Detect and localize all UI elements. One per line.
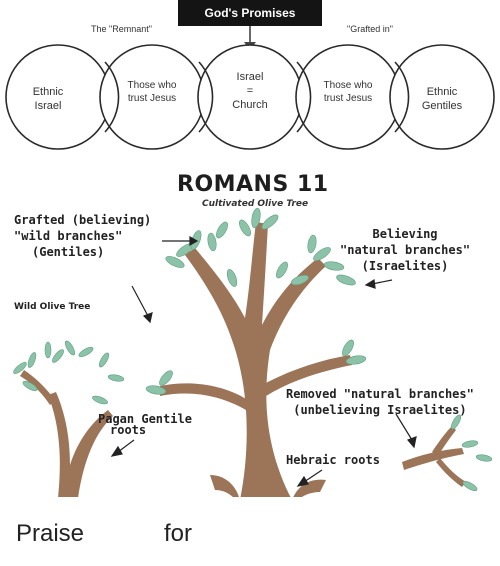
- branch-left: [160, 383, 248, 410]
- remnant-label: The "Remnant": [91, 24, 152, 34]
- arc-overlay-2: [198, 61, 214, 133]
- grafted-in-label: "Grafted in": [347, 24, 393, 34]
- caption-panel: [0, 497, 500, 566]
- cultivated-olive-subtitle: Cultivated Olive Tree: [202, 199, 309, 209]
- arrow-removed: [395, 413, 413, 441]
- circle-ethnic-gentiles: [389, 44, 495, 150]
- root-right: [292, 479, 326, 500]
- arc-overlay-4: [394, 61, 410, 133]
- israel-church-text: Israel=Church: [232, 71, 268, 111]
- hebraic-roots-label: Hebraic roots: [286, 453, 380, 467]
- wild-olive-label: Wild Olive Tree: [14, 302, 91, 312]
- romans-title: ROMANS 11: [177, 172, 329, 197]
- branch-right: [262, 355, 352, 396]
- arc-overlay-3: [296, 61, 312, 133]
- arrow-wild-olive: [131, 285, 149, 317]
- arrow-believing: [371, 279, 393, 285]
- root-left: [210, 475, 240, 500]
- gods-promises-banner: God's Promises: [178, 0, 322, 26]
- arrow-pagan: [117, 439, 135, 453]
- believing-label: Believing "natural branches" (Israelites…: [340, 227, 471, 273]
- caption-for: for: [164, 520, 193, 547]
- arc-overlay-1: [104, 61, 120, 133]
- grafted-label: Grafted (believing) "wild branches" (Gen…: [14, 213, 152, 259]
- removed-branch: [402, 448, 464, 470]
- arrow-hebraic: [303, 469, 323, 483]
- wild-olive-trunk: [48, 392, 113, 498]
- pagan-roots-label: Pagan Gentile roots: [98, 412, 192, 437]
- removed-label: Removed "natural branches" (unbelieving …: [286, 387, 474, 417]
- venn-diagram: [5, 26, 495, 150]
- main-trunk: [185, 222, 326, 500]
- caption-praise: Praise: [16, 520, 85, 547]
- olive-tree-illustration: [13, 207, 493, 500]
